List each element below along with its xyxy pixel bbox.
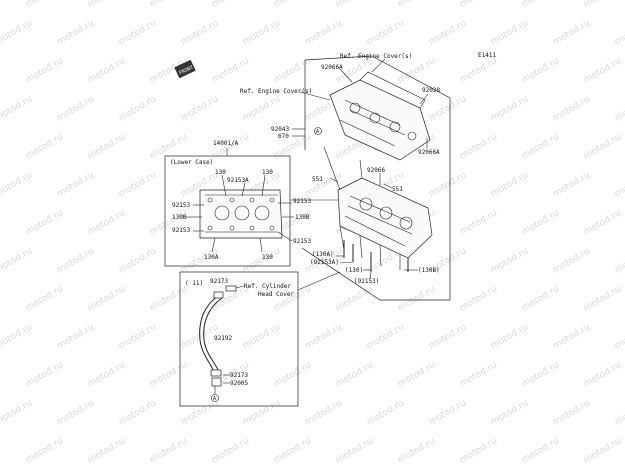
part-label-92066A: 92066A: [321, 64, 343, 71]
lower-label-92153-l: 92153: [172, 202, 190, 209]
part-label-130A-paren: (130A): [312, 251, 334, 258]
svg-text:FRONT: FRONT: [178, 65, 194, 77]
lower-label-92153-l2: 92153: [172, 227, 190, 234]
lower-label-130A: 130A: [204, 254, 219, 261]
leader-lines: [292, 58, 429, 280]
figure-code: E1411: [478, 52, 496, 59]
lower-label-130-b: 130: [262, 254, 273, 261]
part-label-670: 670: [278, 133, 289, 140]
lower-bolts: [343, 240, 409, 272]
marker-a-lower: A: [211, 394, 219, 402]
inset-note: ( 11): [185, 280, 203, 287]
part-label-92005: 92005: [230, 380, 248, 387]
part-label-92066A-b: 92066A: [418, 149, 440, 156]
part-label-14001A: 14001/A: [213, 140, 239, 147]
lower-label-92153A: 92153A: [227, 177, 249, 184]
part-label-92173a: 92173: [210, 278, 228, 285]
part-label-551a: 551: [312, 176, 323, 183]
lower-label-92153-r2: 92153: [293, 238, 311, 245]
lower-label-130B-r: 130B: [295, 214, 310, 221]
part-label-130B-paren: (130B): [418, 267, 440, 274]
lower-crankcase: [337, 177, 433, 270]
hose-inset: ( 11) 92173 Ref. Cylinder Head Cover 921…: [179, 271, 341, 407]
callout-head-cover: Head Cover: [258, 291, 295, 298]
callout-ref-cylinder: Ref. Cylinder: [244, 283, 291, 290]
part-label-92173b: 92173: [230, 372, 248, 379]
part-label-551b: 551: [392, 186, 403, 193]
lower-label-130-tr: 130: [262, 169, 273, 176]
part-label-92043: 92043: [271, 126, 289, 133]
lower-label-92153-r: 92153: [293, 198, 311, 205]
front-badge: FRONT: [174, 59, 196, 79]
part-label-130-paren: (130): [345, 267, 363, 274]
part-label-92028: 92028: [422, 87, 440, 94]
part-label-92153-paren: (92153): [354, 278, 379, 285]
lower-case-title: (Lower Case): [170, 159, 213, 166]
upper-crankcase: [329, 71, 431, 161]
lower-label-130B-l: 130B: [172, 214, 187, 221]
part-label-92066: 92066: [367, 167, 385, 174]
upper-case-frame: [301, 55, 451, 301]
svg-text:A: A: [316, 129, 319, 135]
lower-case-inset: (Lower Case) 130 130 92153A 92153 92153 …: [164, 148, 338, 267]
part-label-92153A-paren: (92153A): [310, 259, 339, 266]
marker-a-upper: A: [314, 127, 322, 135]
callout-ref-engine-cover-top: Ref. Engine Cover(s): [340, 53, 412, 60]
lower-label-130-tl: 130: [215, 169, 226, 176]
svg-text:A: A: [213, 396, 216, 402]
part-label-92192: 92192: [214, 335, 232, 342]
callout-ref-engine-cover-left: Ref. Engine Cover(s): [240, 88, 312, 95]
